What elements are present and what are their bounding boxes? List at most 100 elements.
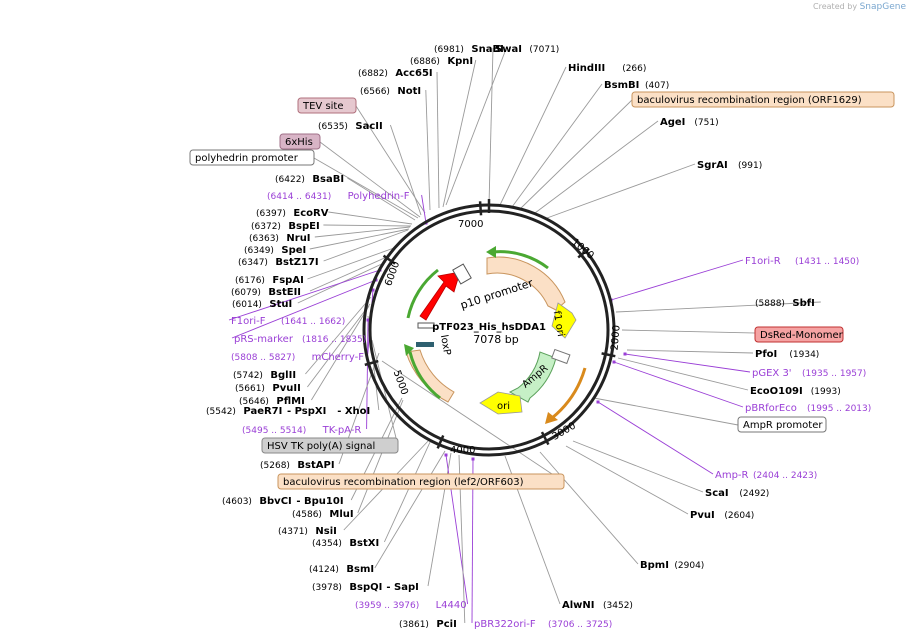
label-noti[interactable]: (6566)NotI <box>360 86 421 97</box>
acc65i-name: Acc65I <box>395 68 432 79</box>
bsmi-name: BsmI <box>346 564 374 575</box>
label-bspei[interactable]: (6372)BspEI <box>251 221 320 232</box>
label-pflmi[interactable]: (5646)PflMI <box>239 396 305 407</box>
label-sgrai[interactable]: SgrAI(991) <box>697 160 762 171</box>
bpmi-name: BpmI <box>640 560 669 571</box>
bspei-position: (6372) <box>251 222 281 232</box>
leader-bsteii <box>309 255 390 292</box>
label-ecoo109i[interactable]: EcoO109I(1993) <box>750 386 841 397</box>
pflmi-name: PflMI <box>276 396 304 407</box>
pvui-name: PvuI <box>690 510 715 521</box>
label-kpni[interactable]: (6886)KpnI <box>410 56 473 67</box>
label-dsred-monomer[interactable]: DsRed-Monomer <box>754 326 844 343</box>
f1-ori-feature[interactable] <box>551 302 577 339</box>
bpu10i-name: - Bpu10I <box>296 496 343 507</box>
label-pcii[interactable]: (3861)PciI <box>399 619 457 630</box>
baculovirus-region-lef2-feature[interactable] <box>405 349 455 403</box>
label-polyhedrin-promoter[interactable]: polyhedrin promoter <box>189 149 315 166</box>
label-baculovirus-recombination-region-orf1629[interactable]: baculovirus recombination region (ORF162… <box>631 91 895 108</box>
paer7i-position: (5542) <box>206 407 236 417</box>
label-f1ori-f[interactable]: F1ori-F(1641 .. 1662) <box>231 316 345 327</box>
leader-ecorv <box>328 211 413 225</box>
label-stui[interactable]: (6014)StuI <box>232 299 292 310</box>
label-pvui[interactable]: PvuI(2604) <box>690 510 754 521</box>
leader-hindiii <box>499 66 567 206</box>
label-pbr322ori-f[interactable]: pBR322ori-F(3706 .. 3725) <box>474 619 612 630</box>
leader-bsmbi <box>511 83 603 208</box>
sgrai-position: (991) <box>738 161 762 171</box>
bsabi-position: (6422) <box>275 175 305 185</box>
label-fspai[interactable]: (6176)FspAI <box>235 275 304 286</box>
label-hindiii[interactable]: HindIII(266) <box>568 63 646 74</box>
label-sacii[interactable]: (6535)SacII <box>318 121 383 132</box>
sbfi-name: SbfI <box>792 298 814 309</box>
snapgene-logo: SnapGene <box>859 2 906 12</box>
label-paer7i[interactable]: (5542)PaeR7I- PspXI- XhoI <box>206 406 370 417</box>
label-pfoi[interactable]: PfoI(1934) <box>755 349 819 360</box>
bstz17i-position: (6347) <box>238 258 268 268</box>
kpni-name: KpnI <box>447 56 473 67</box>
ampr-promoter-text: AmpR promoter <box>743 420 823 431</box>
label-acc65i[interactable]: (6882)Acc65I <box>358 68 433 79</box>
label-ecorv[interactable]: (6397)EcoRV <box>256 208 329 219</box>
dsred-monomer-feature[interactable] <box>419 271 461 321</box>
label-bpmi[interactable]: BpmI(2904) <box>640 560 704 571</box>
p10-promoter-arrow <box>492 250 549 270</box>
label-6xhis[interactable]: 6xHis <box>279 133 321 150</box>
sbfi-position: (5888) <box>755 299 785 309</box>
leader-polyhedrin-f <box>421 194 427 224</box>
label-bbvci[interactable]: (4603)BbvCI- Bpu10I <box>222 496 344 507</box>
label-bsmbi[interactable]: BsmBI(407) <box>604 80 669 91</box>
primer-site-tk-pa-r <box>366 318 370 322</box>
bsteii-position: (6079) <box>231 288 261 298</box>
bstapi-name: BstAPI <box>297 460 334 471</box>
label-f1ori-r[interactable]: F1ori-R(1431 .. 1450) <box>745 256 859 267</box>
label-alwni[interactable]: AlwNI(3452) <box>562 600 633 611</box>
label-bsteii[interactable]: (6079) BstEII <box>231 287 301 298</box>
primer-site-amp-r <box>596 400 600 404</box>
leader-f1ori-f <box>228 269 381 321</box>
l4440-name: L4440 <box>436 600 467 611</box>
ampr-feature[interactable] <box>508 351 557 403</box>
label-mcherry-f[interactable]: (5808 .. 5827)mCherry-F <box>231 352 364 363</box>
label-l4440[interactable]: (3959 .. 3976)L4440 <box>355 600 467 611</box>
label-bstz17i[interactable]: (6347)BstZ17I <box>238 257 319 268</box>
label-spei[interactable]: (6349)SpeI <box>244 245 306 256</box>
sacii-name: SacII <box>355 121 382 132</box>
sacii-his-markers <box>452 263 472 285</box>
label-bsmi[interactable]: (4124)BsmI <box>309 564 374 575</box>
loxp-label: loxP <box>438 334 452 356</box>
label-prs-marker[interactable]: pRS-marker(1816 .. 1835) <box>234 334 366 345</box>
label-baculovirus-recombination-region-lef2-orf603[interactable]: baculovirus recombination region (lef2/O… <box>277 473 565 490</box>
label-sbfi[interactable]: (5888) SbfI <box>755 298 815 309</box>
label-mlui[interactable]: (4586)MluI <box>292 509 354 520</box>
label-swai[interactable]: SwaI(7071) <box>495 44 559 55</box>
ori-feature[interactable] <box>479 391 523 415</box>
label-hsv-tk-poly-a-signal[interactable]: HSV TK poly(A) signal <box>261 437 399 454</box>
label-pbrforeco[interactable]: pBRforEco(1995 .. 2013) <box>745 403 871 414</box>
ampr-promoter-box <box>737 416 827 433</box>
agei-name: AgeI <box>660 117 685 128</box>
label-pvuii[interactable]: (5661)PvuII <box>235 383 301 394</box>
label-tk-pa-r[interactable]: (5495 .. 5514)TK-pA-R <box>242 425 361 436</box>
label-scai[interactable]: ScaI(2492) <box>705 488 769 499</box>
bsteii-name: BstEII <box>268 287 301 298</box>
prs-marker-position: (1816 .. 1835) <box>302 335 366 345</box>
label-bspqi[interactable]: (3978)BspQI- SapI <box>312 582 419 593</box>
label-amp-r[interactable]: Amp-R(2404 .. 2423) <box>715 470 817 481</box>
p10-promoter-arrowhead <box>486 246 496 258</box>
leader-bpmi <box>539 451 639 565</box>
label-bglii[interactable]: (5742)BglII <box>233 370 296 381</box>
label-pgex-3[interactable]: pGEX 3'(1935 .. 1957) <box>752 368 866 379</box>
label-ampr-promoter[interactable]: AmpR promoter <box>737 416 827 433</box>
label-polyhedrin-f[interactable]: (6414 .. 6431)Polyhedrin-F <box>267 191 410 202</box>
label-nsii[interactable]: (4371)NsiI <box>278 526 337 537</box>
label-agei[interactable]: AgeI(751) <box>660 117 719 128</box>
label-bstxi[interactable]: (4354)BstXI <box>312 538 379 549</box>
label-tev-site[interactable]: TEV site <box>297 97 357 114</box>
label-snabi[interactable]: (6981)SnaBI <box>434 44 504 55</box>
label-bstapi[interactable]: (5268)BstAPI <box>260 460 335 471</box>
leader-baculovirus-recombination-region-lef2-orf603 <box>381 360 565 483</box>
label-bsabi[interactable]: (6422)BsaBI <box>275 174 344 185</box>
label-nrui[interactable]: (6363)NruI <box>249 233 311 244</box>
